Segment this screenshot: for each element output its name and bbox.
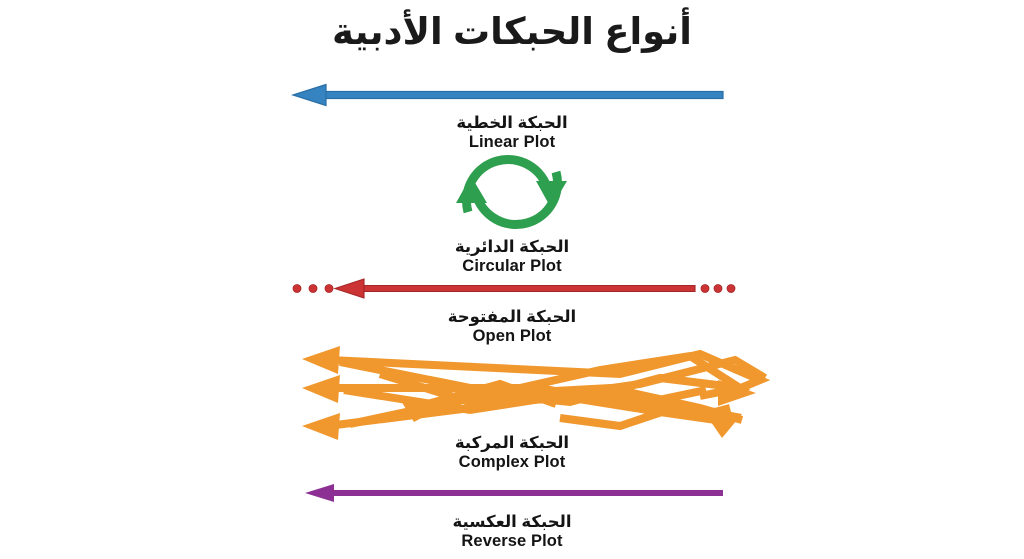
circular-arrows-icon <box>456 155 567 229</box>
linear-plot-graphic <box>0 83 1024 108</box>
circular-plot-graphic <box>0 146 1024 238</box>
open-plot-labels: الحبكة المفتوحة Open Plot <box>0 308 1024 346</box>
section-reverse-plot: الحبكة العكسية Reverse Plot <box>0 484 1024 551</box>
open-plot-label-ar: الحبكة المفتوحة <box>447 308 577 326</box>
linear-plot-label-en: Linear Plot <box>468 133 556 152</box>
dotted-left-arrow-icon <box>292 278 736 299</box>
reverse-plot-graphic <box>0 484 1024 506</box>
reverse-plot-labels: الحبكة العكسية Reverse Plot <box>0 513 1024 551</box>
open-plot-graphic <box>0 278 1024 302</box>
circular-plot-labels: الحبكة الدائرية Circular Plot <box>0 238 1024 276</box>
section-complex-plot: الحبكة المركبة Complex Plot <box>0 344 1024 472</box>
left-arrow-icon <box>305 484 723 502</box>
complex-plot-graphic <box>0 344 1024 440</box>
circular-plot-label-en: Circular Plot <box>462 257 562 276</box>
left-arrow-icon <box>291 83 724 107</box>
linear-plot-label-ar: الحبكة الخطية <box>456 114 568 132</box>
tangled-arrows-icon <box>302 346 771 440</box>
complex-plot-label-ar: الحبكة المركبة <box>454 434 570 452</box>
open-plot-label-en: Open Plot <box>472 327 552 346</box>
complex-plot-labels: الحبكة المركبة Complex Plot <box>0 434 1024 472</box>
reverse-plot-label-ar: الحبكة العكسية <box>452 513 572 531</box>
section-linear-plot: الحبكة الخطية Linear Plot <box>0 83 1024 152</box>
page-title: أنواع الحبكات الأدبية <box>332 11 692 52</box>
section-open-plot: الحبكة المفتوحة Open Plot <box>0 278 1024 346</box>
reverse-plot-label-en: Reverse Plot <box>461 532 563 551</box>
complex-plot-label-en: Complex Plot <box>458 453 566 472</box>
section-circular-plot: الحبكة الدائرية Circular Plot <box>0 146 1024 276</box>
linear-plot-labels: الحبكة الخطية Linear Plot <box>0 114 1024 152</box>
circular-plot-label-ar: الحبكة الدائرية <box>454 238 570 256</box>
